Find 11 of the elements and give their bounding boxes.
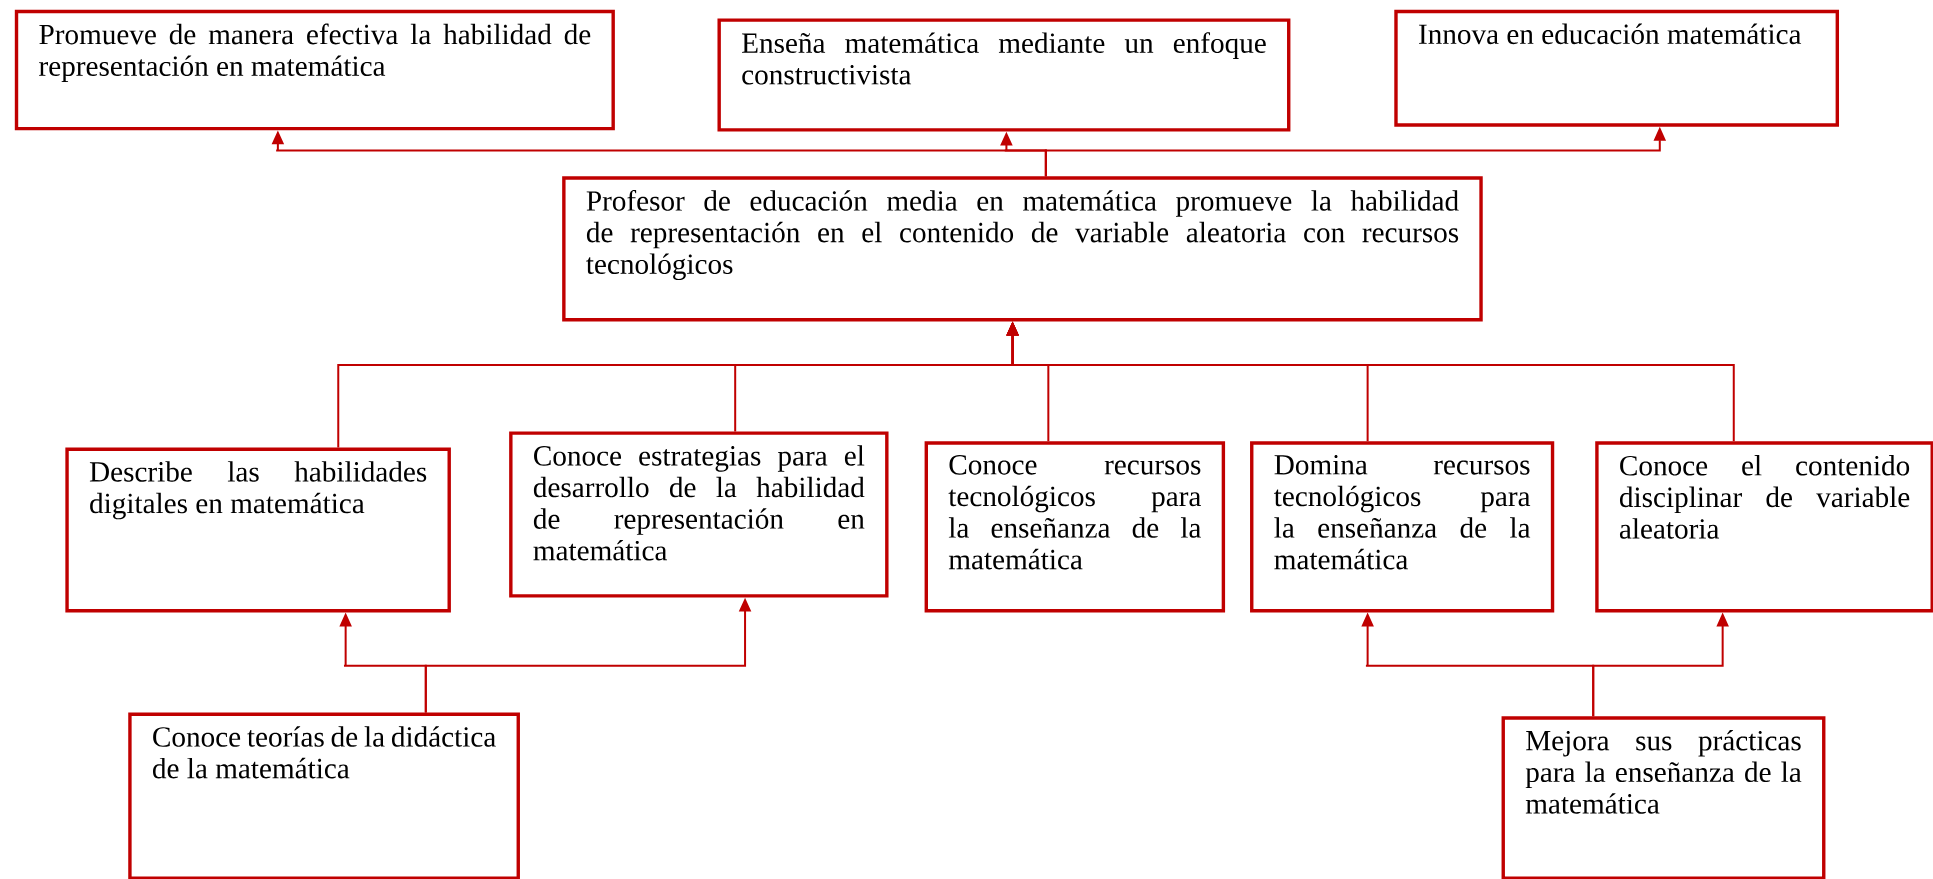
text-box: Promueve de manera efectiva la habilidad de representación en matemática (14, 9, 615, 131)
text-box: Profesor de educación media en matemática promueve la habilidad de representación en el contenido de variable aleatoria con recursos tecnológicos (562, 176, 1483, 322)
text-box: Innova en educación matemática (1394, 9, 1839, 127)
text-box: Domina recursos tecnológicos para la enseñanza de la matemática (1250, 441, 1555, 613)
text-box: Describe las habilidades digitales en matemática (65, 447, 451, 613)
text-box: Conoce estrategias para el desarrollo de la habilidad de representación en matemática (509, 431, 889, 598)
text-box: Mejora sus prácticas para la enseñanza de la matemática (1501, 716, 1826, 879)
text-box: Conoce recursos tecnológicos para la enseñanza de la matemática (924, 441, 1226, 613)
text-box: Conoce el contenido disciplinar de variable aleatoria (1595, 441, 1933, 613)
text-box: Enseña matemática mediante un enfoque constructivista (717, 18, 1291, 132)
text-box: Conoce teorías de la didáctica de la matemática (128, 712, 520, 879)
